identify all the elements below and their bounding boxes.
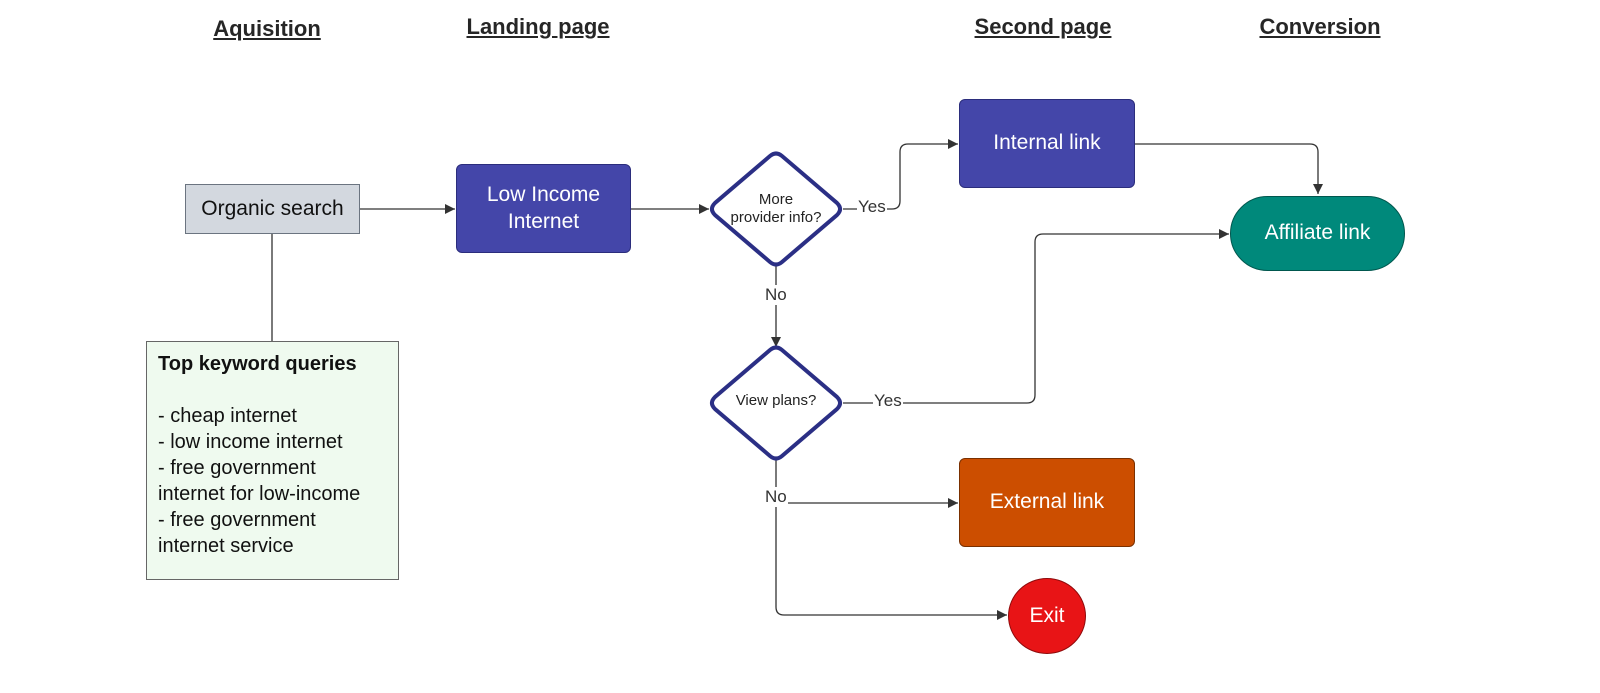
node-external-link: External link [959, 458, 1135, 547]
edge-view-plans-no-external [775, 458, 958, 508]
decision-more-provider-info-label: More provider info? [730, 191, 822, 226]
edge-internal-to-affiliate [1135, 143, 1323, 194]
edge-label-more-info-yes: Yes [857, 197, 887, 217]
decision-view-plans-shape [710, 345, 842, 461]
node-exit: Exit [1008, 578, 1086, 654]
lane-title-landing-page: Landing page [466, 14, 610, 39]
edge-label-view-plans-no: No [764, 487, 788, 507]
lane-title-second-page: Second page [974, 14, 1112, 39]
edge-more-info-yes [843, 139, 958, 210]
edge-label-more-info-no: No [764, 285, 788, 305]
note-item-cheap-internet: - cheap internet [158, 405, 297, 427]
lane-title-conversion: Conversion [1259, 14, 1381, 39]
decision-view-plans-label: View plans? [735, 392, 817, 409]
note-item-free-government-service: - free government internet service [158, 509, 322, 557]
keyword-queries-note: Top keyword queries - cheap internet - l… [146, 341, 399, 580]
edge-view-plans-yes [843, 229, 1229, 404]
note-title: Top keyword queries [158, 353, 357, 375]
lane-title-acquisition: Aquisition [213, 16, 321, 41]
node-affiliate-link: Affiliate link [1230, 196, 1405, 271]
note-item-free-government-low-income: - free government internet for low-incom… [158, 457, 361, 505]
edge-view-plans-no-exit [775, 503, 1007, 620]
node-organic-search: Organic search [185, 184, 360, 234]
decision-more-provider-info-shape [710, 151, 842, 267]
edge-label-view-plans-yes: Yes [873, 391, 903, 411]
node-low-income-internet: Low Income Internet [456, 164, 631, 253]
node-internal-link: Internal link [959, 99, 1135, 188]
note-item-low-income-internet: - low income internet [158, 431, 343, 453]
